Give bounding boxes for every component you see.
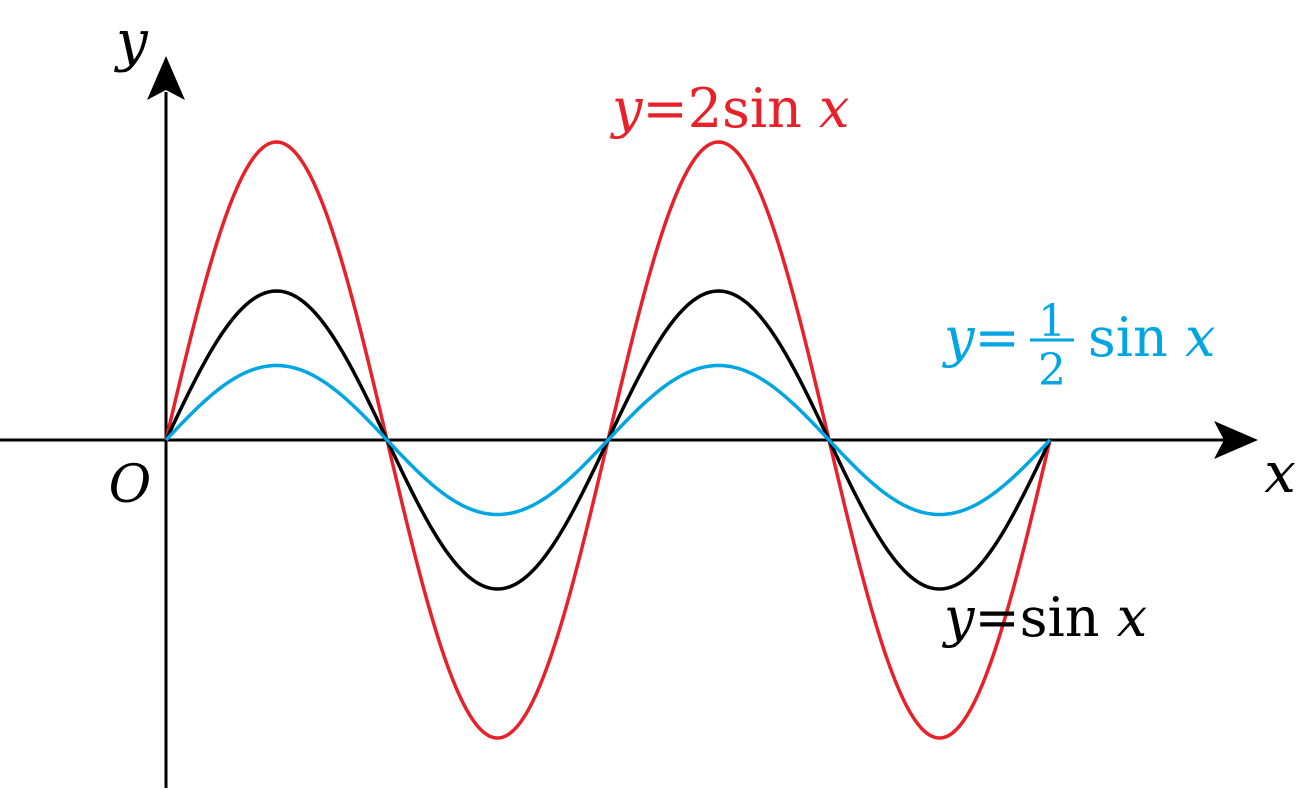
svg-text:sin x: sin x	[1088, 306, 1215, 369]
x-axis-arrow	[1214, 421, 1258, 459]
series-label-half-eq: =	[975, 306, 1020, 369]
y-axis-arrow	[147, 56, 185, 100]
y-axis-label: y	[113, 9, 149, 74]
series-label-half-sin: y= 1 2 sin x	[942, 296, 1215, 396]
series-label-sin: y=sin x	[942, 586, 1147, 649]
series-label-sin-x: x	[1117, 586, 1147, 649]
series-label-2sin-eq: =2sin	[643, 77, 820, 140]
series-label-half-den: 2	[1038, 345, 1066, 396]
origin-label: O	[109, 455, 152, 515]
series-label-2sin-y: y	[610, 77, 644, 140]
series-label-half-rest: sin	[1088, 306, 1185, 369]
series-label-2sin: y=2sin x	[610, 77, 850, 140]
curves-group	[164, 140, 1052, 740]
series-line-half-sin	[164, 363, 1052, 517]
series-label-sin-eq: =sin	[975, 586, 1117, 649]
series-label-half-y: y	[942, 306, 976, 369]
x-axis-label: x	[1264, 441, 1296, 506]
svg-text:y=: y=	[942, 306, 1020, 369]
series-label-half-x: x	[1185, 306, 1215, 369]
series-label-sin-y: y	[942, 586, 976, 649]
series-label-2sin-x: x	[819, 77, 849, 140]
